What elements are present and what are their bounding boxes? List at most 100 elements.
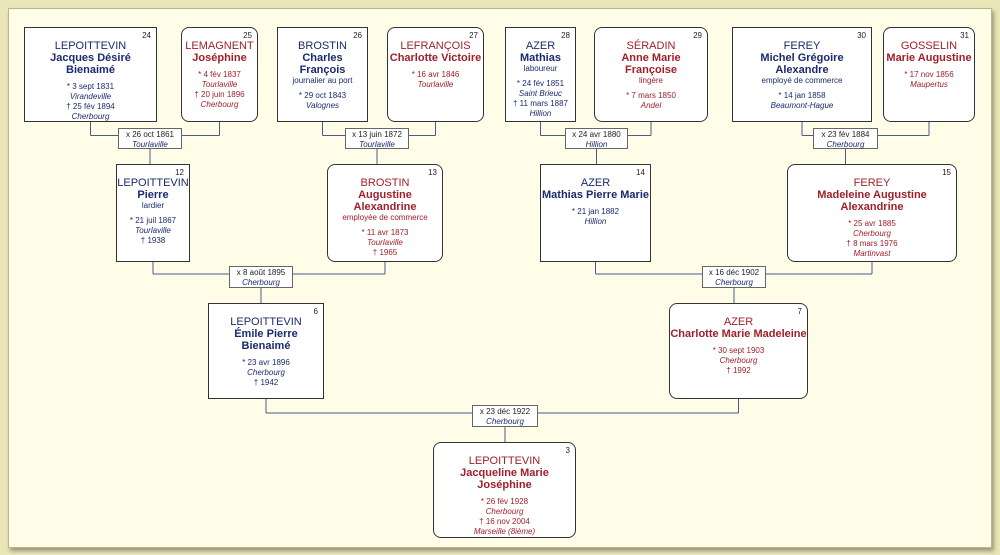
life-event: † 8 mars 1976 xyxy=(846,239,898,248)
life-event: * 14 jan 1858 xyxy=(778,91,826,100)
event-place: Martinvast xyxy=(853,249,891,258)
surname: LEPOITTEVIN xyxy=(230,316,302,328)
event-place: Maupertus xyxy=(910,80,948,89)
event-place: Cherbourg xyxy=(200,100,239,109)
occupation: lingère xyxy=(638,76,663,85)
given-names: Jacques Désiré Bienaimé xyxy=(50,52,131,76)
sosa-number: 31 xyxy=(960,31,969,40)
life-event: * 16 avr 1846 xyxy=(411,70,460,79)
sosa-number: 15 xyxy=(942,168,951,177)
surname: GOSSELIN xyxy=(900,40,958,52)
marriage-date: x 23 déc 1922 xyxy=(479,407,531,416)
surname: BROSTIN xyxy=(298,40,347,52)
given-names: Jacqueline Marie Joséphine xyxy=(460,467,549,491)
sosa-number: 6 xyxy=(313,307,318,316)
given-names: Charles François xyxy=(299,52,346,76)
life-event: † 16 nov 2004 xyxy=(479,517,530,526)
surname: AZER xyxy=(723,316,754,328)
occupation: employé de commerce xyxy=(761,76,843,85)
sosa-number: 30 xyxy=(857,31,866,40)
life-event: * 25 avr 1885 xyxy=(848,219,896,228)
event-place: Andel xyxy=(640,101,662,110)
occupation: laboureur xyxy=(523,64,558,73)
sosa-number: 29 xyxy=(693,31,702,40)
sosa-number: 13 xyxy=(428,168,437,177)
sosa-number: 26 xyxy=(353,31,362,40)
life-event: * 30 sept 1903 xyxy=(712,346,765,355)
event-place: Marseille (8ième) xyxy=(473,527,536,536)
given-names: Pierre xyxy=(137,189,169,201)
given-names: Michel Grégoire Alexandre xyxy=(760,52,844,76)
given-names: Mathias xyxy=(520,52,561,64)
event-place: Cherbourg xyxy=(719,356,758,365)
life-event: † 1965 xyxy=(372,248,398,257)
sosa-number: 7 xyxy=(797,307,802,316)
life-event: † 25 fév 1894 xyxy=(66,102,115,111)
sosa-number: 24 xyxy=(142,31,151,40)
event-place: Tourlaville xyxy=(201,80,238,89)
event-place: Beaumont-Hague xyxy=(770,101,834,110)
marriage-place: Hillion xyxy=(585,140,608,149)
marriage-date: x 13 juin 1872 xyxy=(352,130,402,139)
life-event: † 20 juin 1896 xyxy=(194,90,245,99)
given-names: Marie Augustine xyxy=(886,52,972,64)
sosa-number: 12 xyxy=(175,168,184,177)
event-place: Tourlaville xyxy=(135,226,171,235)
life-event: * 11 avr 1873 xyxy=(361,228,409,237)
given-names: Mathias Pierre Marie xyxy=(542,189,649,201)
marriage-date: x 16 déc 1902 xyxy=(708,268,760,277)
life-event: * 23 avr 1896 xyxy=(242,358,290,367)
surname: FEREY xyxy=(853,177,891,189)
given-names: Charlotte Marie Madeleine xyxy=(670,328,807,340)
surname: LEMAGNENT xyxy=(185,40,254,52)
life-event: * 21 juil 1867 xyxy=(129,216,177,225)
marriage-place: Tourlaville xyxy=(359,140,395,149)
surname: LEPOITTEVIN xyxy=(468,455,541,467)
given-names: Augustine Alexandrine xyxy=(353,189,417,213)
life-event: * 29 oct 1843 xyxy=(298,91,347,100)
surname: LEPOITTEVIN xyxy=(117,177,189,189)
marriage-date: x 23 fév 1884 xyxy=(821,130,870,139)
surname: LEFRANÇOIS xyxy=(400,40,471,52)
surname: LEPOITTEVIN xyxy=(54,40,127,52)
sosa-number: 3 xyxy=(565,446,570,455)
life-event: † 1938 xyxy=(140,236,166,245)
life-event: † 1942 xyxy=(253,378,279,387)
life-event: * 26 fév 1928 xyxy=(480,497,529,506)
given-names: Madeleine Augustine Alexandrine xyxy=(817,189,927,213)
surname: BROSTIN xyxy=(360,177,410,189)
life-event: * 3 sept 1831 xyxy=(66,82,115,91)
life-event: * 21 jan 1882 xyxy=(571,207,620,216)
marriage-date: x 8 août 1895 xyxy=(236,268,286,277)
event-place: Saint Brieuc xyxy=(518,89,563,98)
marriage-place: Cherbourg xyxy=(486,417,524,426)
life-event: * 4 fév 1837 xyxy=(198,70,241,79)
life-event: * 24 fév 1851 xyxy=(516,79,565,88)
surname: FEREY xyxy=(783,40,821,52)
event-place: Cherbourg xyxy=(485,507,524,516)
event-place: Valognes xyxy=(305,101,340,110)
occupation: journalier au port xyxy=(292,76,353,85)
event-place: Cherbourg xyxy=(247,368,285,377)
